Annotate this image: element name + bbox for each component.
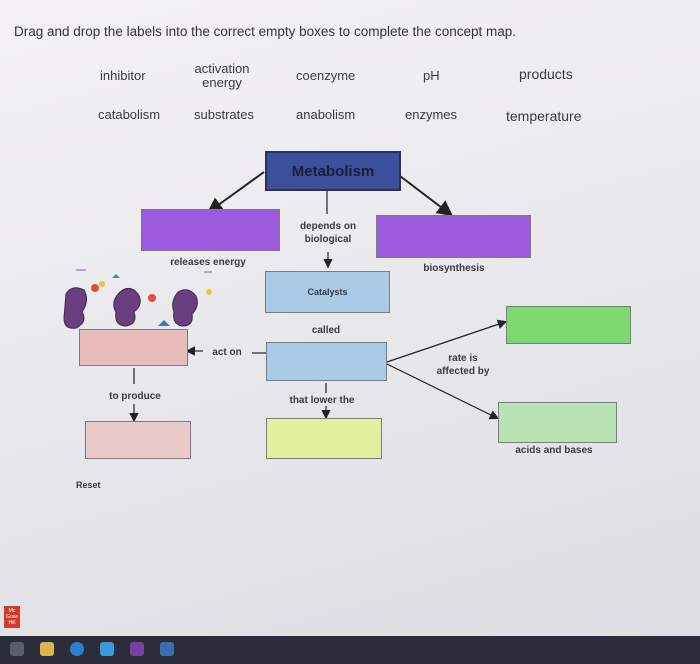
metabolism-title-box: Metabolism — [265, 151, 401, 191]
label-inhibitor[interactable]: inhibitor — [100, 68, 146, 83]
label-temperature[interactable]: temperature — [506, 108, 582, 124]
label-anabolism[interactable]: anabolism — [296, 107, 356, 122]
drop-box-green-light[interactable] — [498, 402, 617, 443]
label-substrates[interactable]: substrates — [194, 107, 254, 122]
drop-box-blue-enzymes[interactable] — [266, 342, 387, 381]
catalysts-text: Catalysts — [307, 286, 348, 297]
drop-box-green[interactable] — [506, 306, 631, 344]
file-explorer-icon[interactable] — [40, 642, 54, 656]
biosynthesis-text: biosynthesis — [423, 263, 485, 274]
act-on-text: act on — [212, 347, 242, 358]
to-produce-text: to produce — [109, 391, 161, 402]
label-ph[interactable]: pH — [423, 68, 440, 83]
drop-box-yellow[interactable] — [266, 418, 382, 459]
label-coenzyme[interactable]: coenzyme — [296, 68, 356, 83]
rate-affected-text: rate is affected by — [436, 353, 490, 377]
catalysts-box: Catalysts — [265, 271, 390, 313]
onenote-icon[interactable] — [130, 642, 144, 656]
label-catabolism[interactable]: catabolism — [98, 107, 161, 122]
ie-icon[interactable] — [100, 642, 114, 656]
edge-icon[interactable] — [70, 642, 84, 656]
that-lower-text: that lower the — [289, 395, 355, 406]
taskbar — [0, 636, 700, 664]
drop-box-pink-light[interactable] — [85, 421, 191, 459]
label-activation-energy[interactable]: activation energy — [194, 61, 250, 90]
enzyme-illustration — [63, 269, 212, 329]
releases-energy-text: releases energy — [170, 257, 246, 268]
label-enzymes[interactable]: enzymes — [405, 107, 458, 122]
label-products[interactable]: products — [519, 66, 573, 82]
search-icon[interactable] — [10, 642, 24, 656]
called-text: called — [311, 325, 341, 336]
drop-box-left-purple[interactable] — [141, 209, 280, 251]
instructions-text: Drag and drop the labels into the correc… — [14, 24, 517, 39]
drop-box-pink[interactable] — [79, 329, 188, 366]
acids-bases-text: acids and bases — [515, 445, 593, 456]
drop-box-right-purple[interactable] — [376, 215, 531, 258]
depends-on-text: depends on biological — [299, 221, 357, 245]
word-icon[interactable] — [160, 642, 174, 656]
reset-button[interactable]: Reset — [76, 480, 101, 490]
